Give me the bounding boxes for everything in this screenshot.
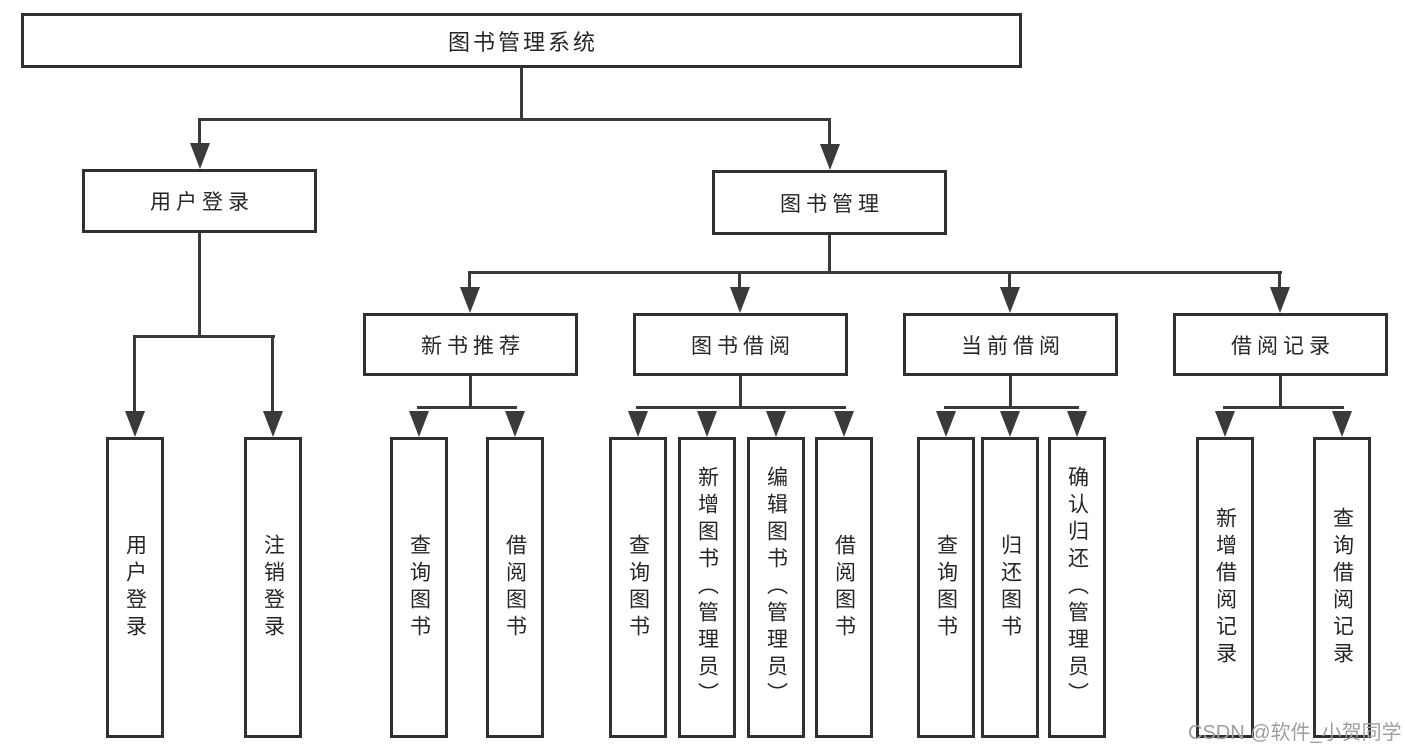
connector-vline — [1009, 376, 1012, 409]
leaf-recommend-query-books: 查询图书 — [390, 437, 448, 738]
connector-hline — [944, 406, 1079, 409]
leaf-logout: 注销登录 — [244, 437, 302, 738]
leaf-user-login-label: 用户登录 — [123, 533, 147, 642]
leaf-edit-books-admin: 编辑图书（管理员） — [747, 437, 805, 738]
leaf-user-login: 用户登录 — [106, 437, 164, 738]
arrowhead-down-icon — [409, 411, 429, 437]
leaf-current-query-books: 查询图书 — [917, 437, 975, 738]
arrowhead-down-icon — [1332, 411, 1352, 437]
connector-vline — [271, 335, 274, 412]
arrowhead-down-icon — [1215, 411, 1235, 437]
connector-vline — [469, 376, 472, 409]
node-book-management: 图书管理 — [712, 170, 947, 235]
leaf-borrow-query-books: 查询图书 — [609, 437, 667, 738]
connector-hline — [417, 406, 517, 409]
connector-vline — [133, 335, 136, 412]
arrowhead-down-icon — [766, 411, 786, 437]
leaf-query-borrow-record: 查询借阅记录 — [1313, 437, 1371, 738]
node-new-book-recommend: 新书推荐 — [363, 313, 578, 376]
arrowhead-down-icon — [263, 411, 283, 437]
connector-hline — [1223, 406, 1344, 409]
connector-vline — [1279, 376, 1282, 409]
node-user-login: 用户登录 — [82, 169, 317, 233]
connector-vline — [1278, 271, 1281, 289]
connector-vline — [738, 271, 741, 289]
arrowhead-down-icon — [834, 411, 854, 437]
leaf-recommend-query-books-label: 查询图书 — [407, 533, 431, 642]
arrowhead-down-icon — [460, 287, 480, 313]
leaf-edit-books-admin-label: 编辑图书（管理员） — [764, 466, 788, 709]
leaf-query-borrow-record-label: 查询借阅记录 — [1330, 506, 1354, 669]
arrowhead-down-icon — [1270, 287, 1290, 313]
node-borrow-records: 借阅记录 — [1173, 313, 1388, 376]
node-user-login-label: 用户登录 — [150, 191, 254, 214]
connector-hline — [636, 406, 846, 409]
leaf-confirm-return-admin-label: 确认归还（管理员） — [1065, 466, 1089, 709]
node-book-management-label: 图书管理 — [780, 192, 884, 216]
node-current-borrow: 当前借阅 — [903, 313, 1118, 376]
leaf-add-borrow-record-label: 新增借阅记录 — [1213, 506, 1237, 669]
node-new-book-recommend-label: 新书推荐 — [421, 334, 525, 358]
arrowhead-down-icon — [697, 411, 717, 437]
arrowhead-down-icon — [730, 287, 750, 313]
leaf-recommend-borrow-books: 借阅图书 — [486, 437, 544, 738]
leaf-borrow-books-label: 借阅图书 — [832, 533, 856, 642]
connector-vline — [520, 68, 523, 121]
connector-vline — [828, 235, 831, 274]
connector-vline — [1008, 271, 1011, 289]
arrowhead-down-icon — [820, 144, 840, 170]
node-root-label: 图书管理系统 — [447, 29, 598, 55]
arrowhead-down-icon — [190, 143, 210, 169]
node-current-borrow-label: 当前借阅 — [961, 334, 1065, 358]
node-book-borrow: 图书借阅 — [633, 313, 848, 376]
leaf-borrow-query-books-label: 查询图书 — [626, 533, 650, 642]
connector-vline — [739, 376, 742, 409]
connector-vline — [198, 233, 201, 337]
connector-hline — [133, 335, 275, 338]
arrowhead-down-icon — [628, 411, 648, 437]
arrowhead-down-icon — [1000, 411, 1020, 437]
leaf-return-books: 归还图书 — [981, 437, 1039, 738]
node-borrow-records-label: 借阅记录 — [1231, 334, 1335, 358]
leaf-logout-label: 注销登录 — [261, 533, 285, 642]
leaf-borrow-books: 借阅图书 — [815, 437, 873, 738]
csdn-watermark: CSDN @软件_小贺同学 — [1188, 722, 1402, 744]
arrowhead-down-icon — [505, 411, 525, 437]
leaf-recommend-borrow-books-label: 借阅图书 — [503, 533, 527, 642]
leaf-confirm-return-admin: 确认归还（管理员） — [1048, 437, 1106, 738]
leaf-return-books-label: 归还图书 — [998, 533, 1022, 642]
arrowhead-down-icon — [125, 411, 145, 437]
leaf-add-books-admin-label: 新增图书（管理员） — [695, 466, 719, 709]
leaf-add-borrow-record: 新增借阅记录 — [1196, 437, 1254, 738]
arrowhead-down-icon — [1067, 411, 1087, 437]
arrowhead-down-icon — [936, 411, 956, 437]
connector-vline — [198, 118, 201, 145]
node-root: 图书管理系统 — [21, 13, 1022, 68]
connector-vline — [828, 118, 831, 145]
node-book-borrow-label: 图书借阅 — [691, 334, 795, 358]
connector-hline — [198, 118, 831, 121]
connector-vline — [468, 271, 471, 289]
arrowhead-down-icon — [1000, 287, 1020, 313]
connector-hline — [469, 271, 1282, 274]
leaf-current-query-books-label: 查询图书 — [934, 533, 958, 642]
leaf-add-books-admin: 新增图书（管理员） — [678, 437, 736, 738]
